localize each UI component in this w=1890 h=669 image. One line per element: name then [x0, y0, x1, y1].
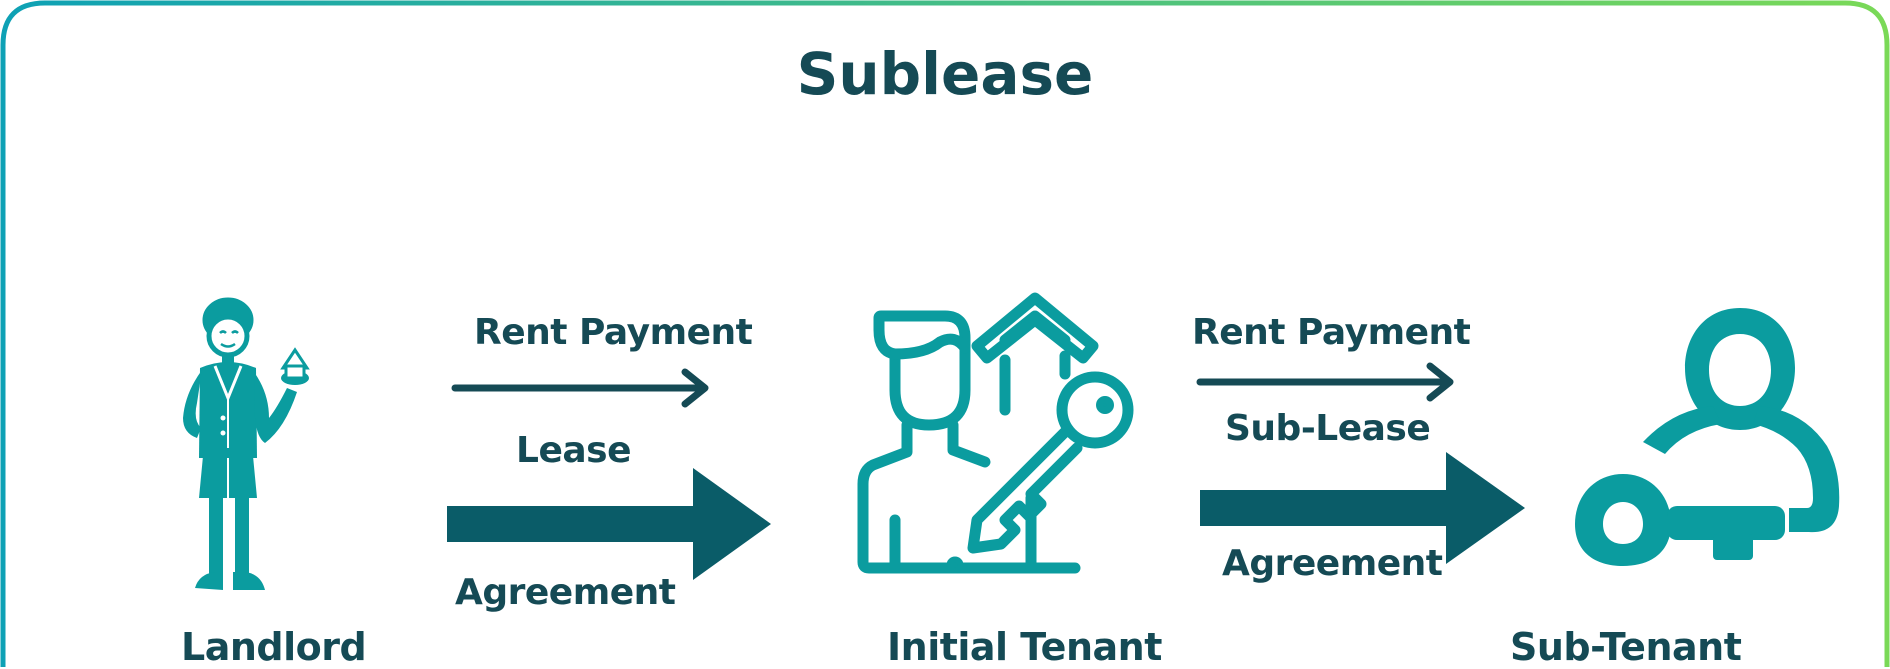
sub-tenant-label: Sub-Tenant	[1510, 625, 1742, 669]
right-rent-payment-label: Rent Payment	[1192, 312, 1471, 353]
tenant-key-house-icon	[857, 292, 1134, 574]
diagram-title: Sublease	[796, 40, 1094, 108]
right-sub-lease-label: Sub-Lease	[1225, 408, 1431, 449]
left-agreement-label: Agreement	[455, 572, 676, 613]
right-agreement-label: Agreement	[1222, 543, 1443, 584]
left-lease-label: Lease	[516, 430, 632, 471]
initial-tenant-label: Initial Tenant	[887, 625, 1162, 669]
user-key-icon	[1575, 308, 1840, 566]
sub-lease-agreement-arrow	[1200, 452, 1525, 564]
rent-payment-arrow-left	[451, 368, 709, 408]
landlord-label: Landlord	[181, 625, 367, 669]
landlord-figure-icon	[183, 297, 310, 590]
lease-agreement-arrow	[447, 468, 771, 580]
rent-payment-arrow-right	[1196, 362, 1454, 402]
left-rent-payment-label: Rent Payment	[474, 312, 753, 353]
